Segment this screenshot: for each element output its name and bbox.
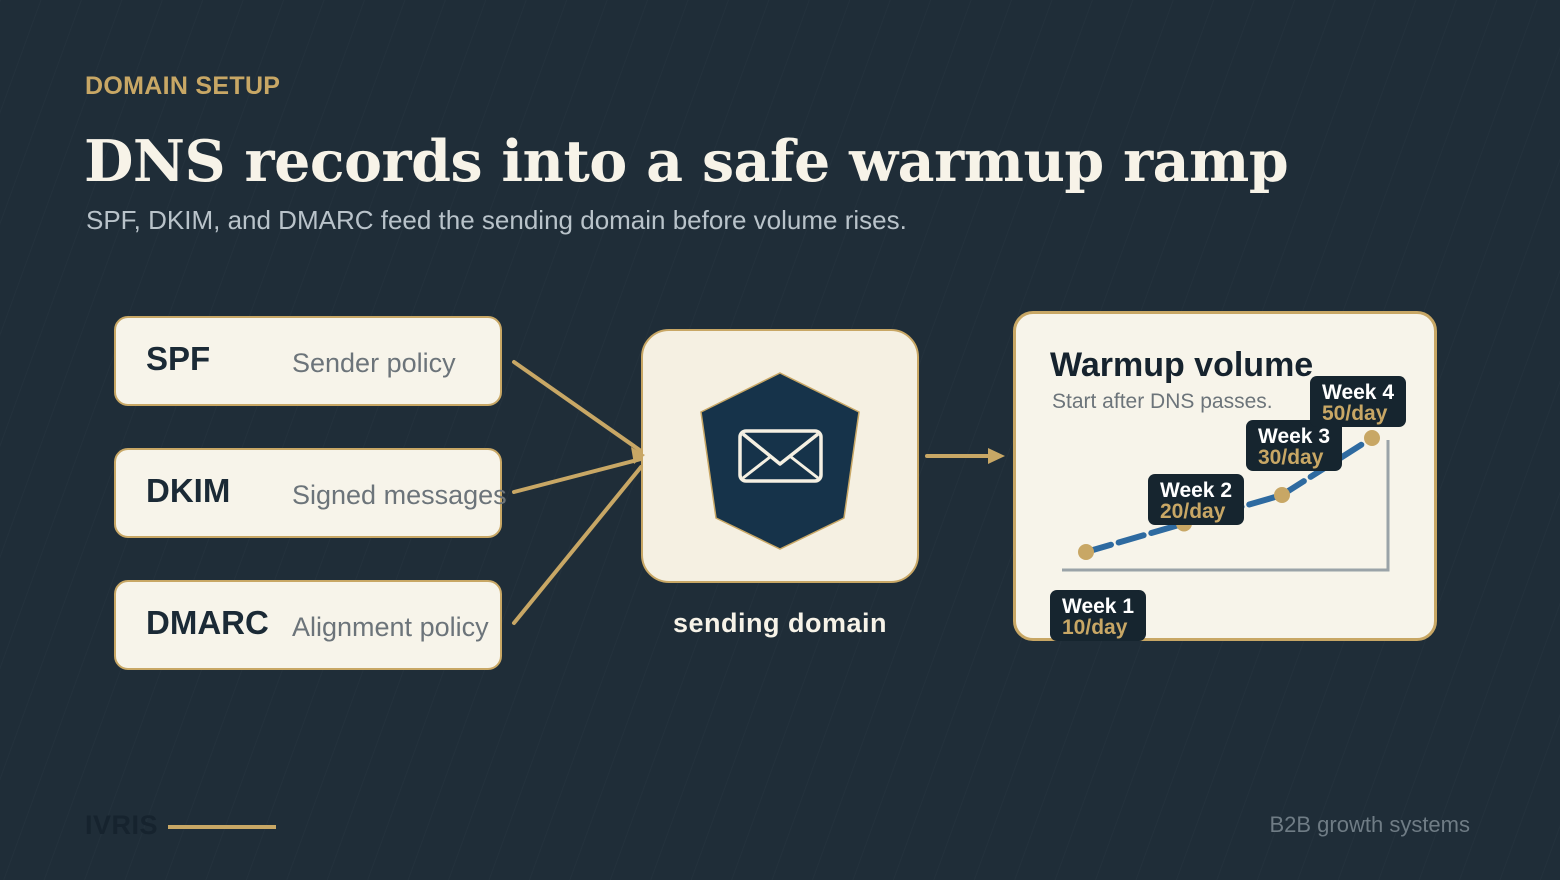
week-label: Week 3 bbox=[1258, 425, 1330, 448]
week-label: Week 2 bbox=[1160, 479, 1232, 502]
record-name: DKIM bbox=[146, 472, 231, 509]
week-label: Week 1 bbox=[1062, 595, 1134, 618]
week-point-1 bbox=[1078, 544, 1094, 560]
record-card-dkim: DKIM Signed messages bbox=[114, 448, 507, 538]
connector-dkim bbox=[512, 457, 643, 494]
warmup-title: Warmup volume bbox=[1050, 346, 1314, 384]
connector-spf bbox=[512, 360, 643, 453]
week-chip-2: Week 2 20/day bbox=[1148, 474, 1244, 525]
week-chip-3: Week 3 30/day bbox=[1246, 420, 1342, 471]
connector-arrowhead bbox=[631, 447, 645, 464]
record-name: SPF bbox=[146, 340, 211, 377]
brand-logo: IVRIS bbox=[85, 810, 159, 840]
page-title: DNS records into a safe warmup ramp bbox=[84, 128, 1289, 195]
sending-domain-label: sending domain bbox=[672, 608, 887, 638]
chart-axes bbox=[1062, 440, 1390, 572]
week-rate: 10/day bbox=[1062, 616, 1128, 639]
record-description: Alignment policy bbox=[292, 612, 489, 642]
record-card-spf: SPF Sender policy bbox=[114, 316, 502, 406]
footer-tagline: B2B growth systems bbox=[1269, 812, 1470, 837]
week-point-4 bbox=[1364, 430, 1380, 446]
record-card-dmarc: DMARC Alignment policy bbox=[114, 580, 502, 670]
week-label: Week 4 bbox=[1322, 381, 1394, 404]
record-name: DMARC bbox=[146, 604, 269, 641]
record-description: Sender policy bbox=[292, 348, 456, 378]
warmup-arrowhead bbox=[988, 448, 1005, 464]
week-rate: 50/day bbox=[1322, 402, 1388, 425]
warmup-subtitle: Start after DNS passes. bbox=[1052, 390, 1273, 413]
brand-rule bbox=[168, 825, 276, 829]
page-subtitle: SPF, DKIM, and DMARC feed the sending do… bbox=[86, 205, 907, 235]
week-chip-4: Week 4 50/day bbox=[1310, 376, 1406, 427]
week-rate: 20/day bbox=[1160, 500, 1226, 523]
connector-dmarc bbox=[512, 465, 643, 625]
week-rate: 30/day bbox=[1258, 446, 1324, 469]
week-chip-1: Week 1 10/day bbox=[1050, 590, 1146, 641]
record-description: Signed messages bbox=[292, 480, 507, 510]
section-eyebrow: DOMAIN SETUP bbox=[85, 72, 281, 100]
week-point-3 bbox=[1274, 487, 1290, 503]
envelope-shield-icon bbox=[700, 372, 860, 550]
